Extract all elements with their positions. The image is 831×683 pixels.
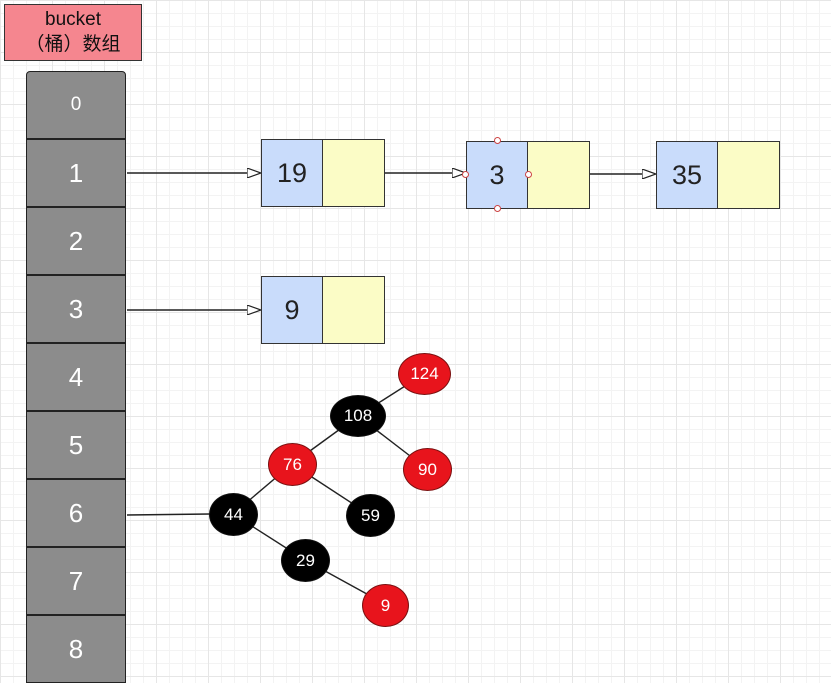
- node-next-pointer: [718, 141, 780, 209]
- bucket-cell-3: 3: [26, 275, 126, 343]
- bucket-cell-7: 7: [26, 547, 126, 615]
- node-next-pointer: [323, 276, 385, 344]
- node-key: 9: [261, 276, 323, 344]
- bucket-cell-4: 4: [26, 343, 126, 411]
- tree-node-29: 29: [281, 539, 330, 582]
- tree-node-44: 44: [209, 493, 258, 536]
- tree-node-90: 90: [403, 448, 452, 491]
- bucket-cell-0: 0: [26, 71, 126, 139]
- selection-handle-left[interactable]: [462, 171, 469, 178]
- line-bucket6-to-44: [126, 513, 211, 516]
- tree-node-76: 76: [268, 443, 317, 486]
- bucket-cell-2: 2: [26, 207, 126, 275]
- tree-node-59: 59: [346, 494, 395, 537]
- bucket-label-line1: bucket: [45, 9, 101, 30]
- node-key: 19: [261, 139, 323, 207]
- tree-node-124: 124: [398, 353, 451, 395]
- bucket-cell-5: 5: [26, 411, 126, 479]
- node-key: 35: [656, 141, 718, 209]
- list-node-35: 35: [656, 141, 780, 209]
- tree-node-9: 9: [362, 584, 409, 627]
- tree-node-108: 108: [330, 395, 386, 437]
- selection-handle-top[interactable]: [494, 137, 501, 144]
- bucket-cell-6: 6: [26, 479, 126, 547]
- bucket-array-label: bucket （桶）数组: [4, 4, 142, 61]
- node-next-pointer: [323, 139, 385, 207]
- node-key: 3: [466, 141, 528, 209]
- bucket-cell-8: 8: [26, 615, 126, 683]
- bucket-label-line2: （桶）数组: [25, 34, 121, 55]
- list-node-19: 19: [261, 139, 385, 207]
- bucket-cell-1: 1: [26, 139, 126, 207]
- node-next-pointer: [528, 141, 590, 209]
- selection-handle-bottom[interactable]: [494, 205, 501, 212]
- list-node-3: 3: [466, 141, 590, 209]
- list-node-9: 9: [261, 276, 385, 344]
- selection-handle-right[interactable]: [525, 171, 532, 178]
